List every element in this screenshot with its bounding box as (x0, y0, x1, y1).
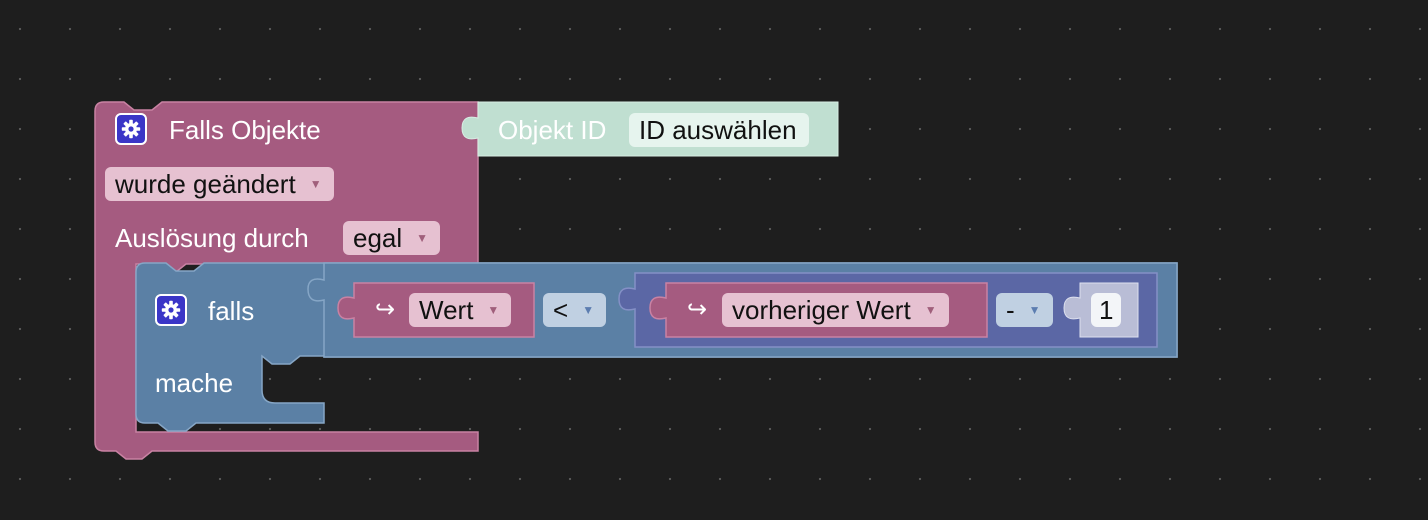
compare-operator-value: < (553, 294, 569, 325)
math-operator-dropdown[interactable]: - ▼ (996, 293, 1053, 327)
do-label: mache (155, 368, 234, 398)
vorheriger-wert-variable-dropdown[interactable]: vorheriger Wert ▼ (722, 293, 949, 327)
wert-variable-dropdown[interactable]: Wert ▼ (409, 293, 512, 327)
if-gear-icon[interactable] (155, 294, 187, 326)
chevron-down-icon: ▼ (309, 177, 322, 191)
number-value: 1 (1099, 294, 1114, 325)
trigger-source-value: egal (353, 222, 403, 253)
compare-operator-dropdown[interactable]: < ▼ (543, 293, 607, 327)
vorheriger-wert-variable-value: vorheriger Wert (732, 294, 911, 325)
gear-icon (161, 300, 181, 320)
chevron-down-icon: ▼ (487, 303, 500, 317)
wert-variable-value: Wert (419, 294, 474, 325)
chevron-down-icon: ▼ (924, 303, 937, 317)
object-id-value: ID auswählen (639, 114, 797, 145)
gear-icon (121, 119, 141, 139)
change-dropdown-value: wurde geändert (115, 168, 296, 199)
trigger-title: Falls Objekte (169, 115, 321, 145)
variable-arrow-icon: ↪ (375, 296, 396, 323)
math-operator-value: - (1006, 294, 1015, 325)
object-id-label: Objekt ID (498, 115, 607, 145)
trigger-source-dropdown[interactable]: egal ▼ (343, 221, 441, 255)
chevron-down-icon: ▼ (416, 231, 429, 245)
chevron-down-icon: ▼ (582, 303, 595, 317)
object-id-field[interactable]: ID auswählen (629, 113, 809, 147)
variable-arrow-icon: ↪ (687, 296, 708, 323)
change-dropdown[interactable]: wurde geändert ▼ (105, 167, 334, 201)
if-label: falls (208, 296, 255, 326)
trigger-source-label: Auslösung durch (115, 223, 309, 253)
trigger-gear-icon[interactable] (115, 113, 147, 145)
chevron-down-icon: ▼ (1028, 303, 1041, 317)
number-input[interactable]: 1 (1091, 293, 1122, 327)
